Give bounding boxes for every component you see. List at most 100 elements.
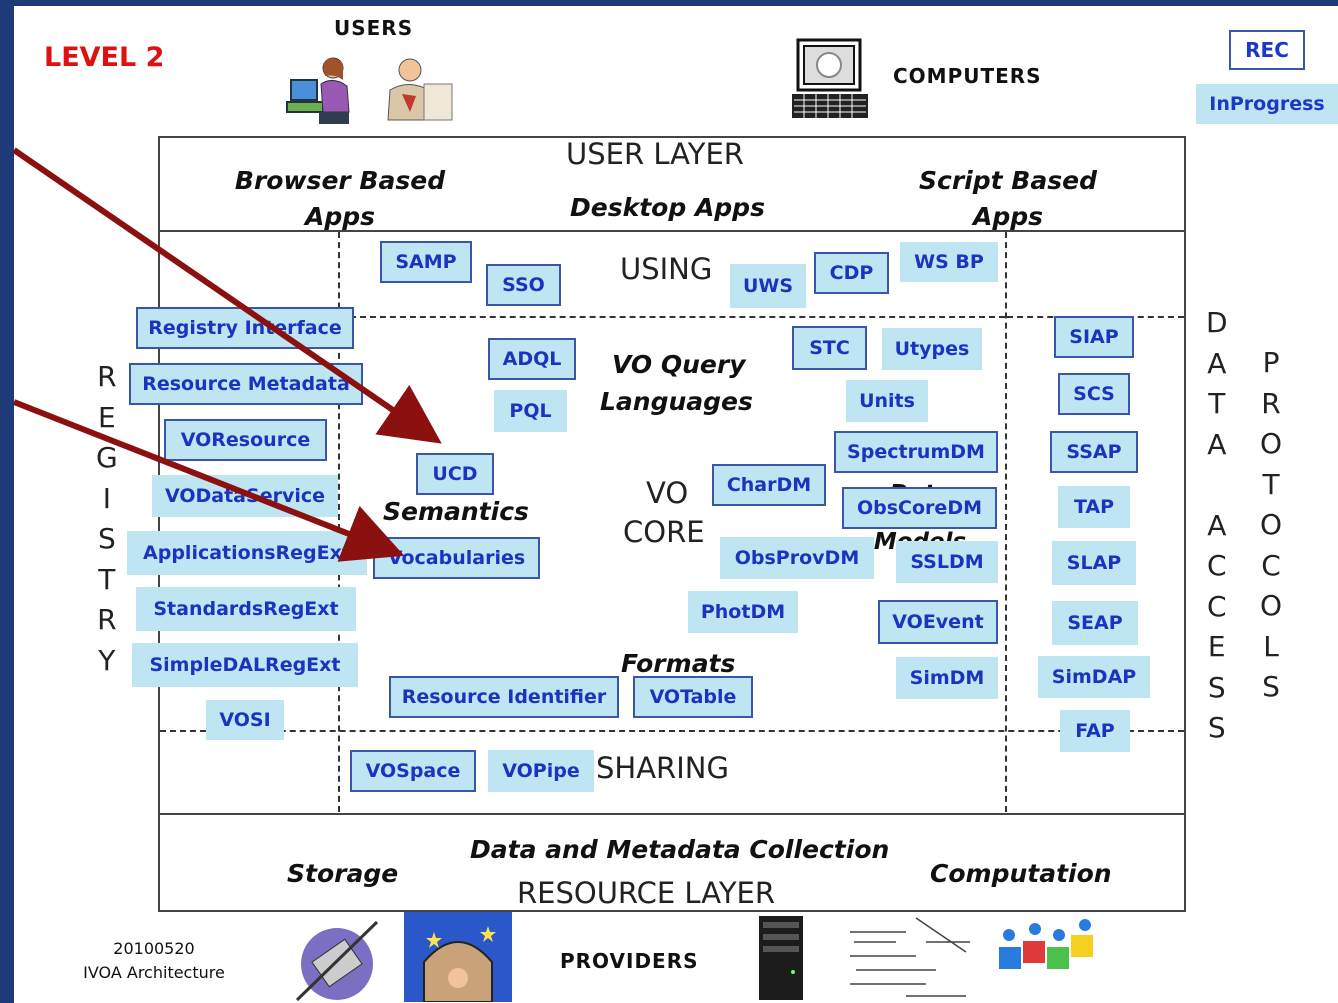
protocols-letter: O (1260, 427, 1283, 460)
protocols-letter: O (1260, 508, 1283, 541)
cdp-box: CDP (814, 252, 889, 294)
computer-terminal-icon (792, 38, 868, 118)
vospace-box: VOSpace (350, 750, 476, 792)
data-access-letter: S (1207, 711, 1226, 744)
data-access-letter: A (1207, 346, 1227, 380)
observatory-icon (404, 912, 512, 1002)
footer-caption: IVOA Architecture (83, 963, 225, 982)
registry-letter: R (97, 360, 117, 393)
registry-letter: E (98, 400, 116, 434)
computation-label: Computation (930, 859, 1112, 888)
siap-box: SIAP (1054, 316, 1134, 358)
simdap-box: SimDAP (1038, 656, 1150, 698)
query-languages-line2: Languages (600, 387, 753, 416)
simpledalregext-box: SimpleDALRegExt (132, 643, 358, 687)
arrow-to-ucd (12, 147, 442, 444)
samp-box: SAMP (380, 241, 472, 283)
user-layer-divider (158, 230, 1186, 232)
protocols-letter: C (1261, 548, 1281, 582)
resource-layer-divider (158, 813, 1186, 815)
data-collection-label: Data and Metadata Collection (470, 835, 890, 864)
data-access-letter: C (1207, 589, 1227, 623)
applicationsregext-box: ApplicationsRegExt (127, 531, 367, 575)
ucd-box: UCD (416, 453, 494, 495)
server-rack-icon (759, 916, 803, 1000)
left-border (0, 0, 14, 1003)
protocols-letter: O (1260, 589, 1283, 622)
teamwork-puzzle-icon (999, 919, 1093, 969)
users-label: USERS (334, 16, 414, 40)
resource-layer-title: RESOURCE LAYER (517, 876, 776, 910)
seap-box: SEAP (1052, 601, 1138, 645)
resource-identifier-box: Resource Identifier (389, 676, 619, 718)
protocols-letter: R (1261, 386, 1281, 420)
user-at-desk-icon (387, 58, 453, 121)
computers-label: COMPUTERS (893, 64, 1042, 88)
voresource-box: VOResource (164, 419, 327, 461)
data-access-divider (1005, 232, 1007, 812)
arrow-to-vocabularies (12, 399, 405, 562)
level-label: LEVEL 2 (44, 42, 165, 73)
pql-box: PQL (494, 390, 567, 432)
providers-label: PROVIDERS (560, 949, 699, 973)
spectrumdm-box: SpectrumDM (834, 431, 998, 473)
vopipe-box: VOPipe (488, 750, 594, 792)
registry-letter: T (98, 562, 116, 596)
simdm-box: SimDM (896, 657, 998, 699)
obsprovdm-box: ObsProvDM (720, 537, 874, 579)
browser-apps-label: Browser Based Apps (234, 166, 446, 231)
desktop-apps-label: Desktop Apps (570, 193, 765, 222)
top-border (0, 0, 1338, 6)
voevent-box: VOEvent (878, 600, 998, 644)
data-access-letter: T (1208, 387, 1226, 420)
architecture-frame (158, 136, 1186, 912)
ssap-box: SSAP (1050, 431, 1138, 473)
sharing-divider (160, 730, 1184, 732)
registry-letter: Y (98, 643, 116, 677)
wsbp-box: WS BP (900, 242, 998, 282)
user-at-computer-icon (286, 57, 350, 124)
protocols-letter: S (1262, 670, 1280, 703)
satellite-icon (295, 920, 379, 1002)
units-box: Units (846, 380, 928, 422)
protocols-letter: T (1262, 467, 1280, 501)
using-divider (340, 316, 1005, 318)
sso-box: SSO (486, 264, 561, 306)
standardsregext-box: StandardsRegExt (136, 587, 356, 631)
obscoredm-box: ObsCoreDM (842, 487, 997, 529)
scs-box: SCS (1058, 373, 1130, 415)
storage-label: Storage (287, 859, 399, 888)
fap-box: FAP (1060, 710, 1130, 752)
data-access-letter: E (1207, 630, 1226, 663)
formats-label: Formats (621, 649, 736, 678)
registry-letter: S (97, 522, 116, 555)
adql-box: ADQL (488, 338, 576, 380)
legend-in-progress: InProgress (1196, 84, 1338, 124)
ssldm-box: SSLDM (896, 541, 998, 583)
using-label: USING (620, 252, 713, 286)
protocols-letter: L (1263, 629, 1279, 663)
data-access-letter: C (1207, 549, 1227, 582)
data-access-letter: D (1206, 306, 1228, 339)
script-apps-label: Script Based Apps (919, 166, 1097, 231)
slap-box: SLAP (1052, 541, 1136, 585)
query-languages-line1: VO Query (612, 350, 746, 379)
vo-core-label-line1: VO (646, 476, 689, 510)
footer-date: 20100520 (113, 939, 195, 958)
registry-letter: R (97, 603, 117, 636)
utypes-box: Utypes (882, 328, 982, 370)
votable-box: VOTable (633, 676, 753, 718)
semantics-label: Semantics (383, 497, 529, 526)
photdm-box: PhotDM (688, 591, 798, 633)
registry-letter: G (96, 441, 118, 474)
registry-letter: I (102, 481, 111, 515)
document-sketch-icon (850, 917, 970, 997)
legend-rec: REC (1229, 30, 1305, 70)
vo-core-label-line2: CORE (623, 515, 705, 549)
user-layer-title: USER LAYER (566, 137, 744, 171)
resource-metadata-box: Resource Metadata (129, 363, 363, 405)
vosi-box: VOSI (206, 700, 284, 740)
data-access-letter: A (1207, 508, 1227, 542)
